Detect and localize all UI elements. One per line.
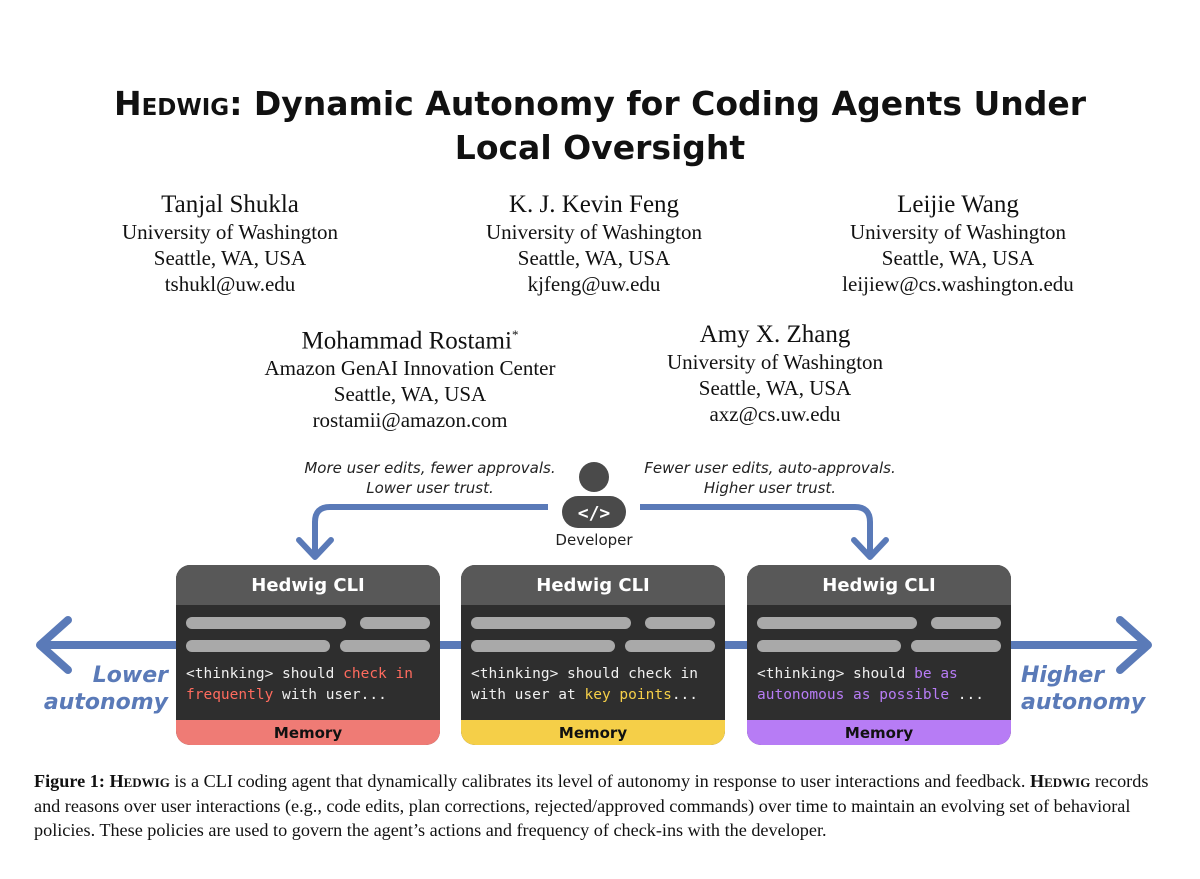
text-highlight: be as [914,666,958,682]
placeholder-bar [186,617,346,629]
cli-card-mid: Hedwig CLI <thinking> should check in wi… [461,565,725,745]
thinking-text: <thinking> should check in with user at … [471,664,721,706]
author-block: Leijie Wang University of Washington Sea… [798,190,1118,297]
placeholder-bar [471,617,631,629]
author-name: Amy X. Zhang [699,321,851,348]
placeholder-bar [360,617,430,629]
developer-body [562,496,626,528]
author-block: Tanjal Shukla University of Washington S… [80,190,380,297]
higher-autonomy-label: Higher autonomy [1021,662,1161,716]
text-highlight: check in [343,666,413,682]
author-affiliation: Amazon GenAI Innovation Center [264,356,556,381]
axis-label-line: autonomy [43,690,168,715]
author-name: K. J. Kevin Feng [508,191,680,218]
note-higher-trust: Fewer user edits, auto-approvals. Higher… [610,458,930,498]
cli-card-title: Hedwig CLI [176,565,440,605]
placeholder-bar [340,640,430,652]
text-highlight: frequently [186,687,274,703]
text-plain: <thinking> should check in [471,666,698,682]
author-footnote-mark: * [511,327,519,342]
author-block: Amy X. Zhang University of Washington Se… [625,320,925,427]
cli-card-title: Hedwig CLI [747,565,1011,605]
author-location: Seattle, WA, USA [153,246,307,270]
higher-trust-arrowhead [851,537,889,560]
higher-trust-arrow [640,504,873,555]
cli-card-body: <thinking> should be as autonomous as po… [747,605,1011,720]
text-plain: with user... [273,687,387,703]
author-email: tshukl@uw.edu [164,272,296,296]
axis-label-line: Higher [1021,663,1105,688]
author-email: kjfeng@uw.edu [527,272,661,296]
cli-card-title: Hedwig CLI [461,565,725,605]
placeholder-bar [911,640,1001,652]
text-highlight: key points [584,687,672,703]
developer-label: Developer [555,531,633,549]
developer-code-glyph: </> [578,503,611,524]
author-affiliation: University of Washington [666,350,884,374]
note-line: Lower user trust. [366,479,494,497]
cli-card-body: <thinking> should check in with user at … [461,605,725,720]
author-email: axz@cs.uw.edu [709,402,841,426]
placeholder-bar [645,617,715,629]
caption-system-name: Hedwig [109,771,170,791]
paper-title: Hedwig: Dynamic Autonomy for Coding Agen… [0,82,1200,170]
author-email: rostamii@amazon.com [312,408,508,433]
text-highlight: autonomous as possible [757,687,950,703]
note-line: More user edits, fewer approvals. [304,459,556,477]
author-name-row: Mohammad Rostami* [235,320,585,355]
title-rest: : Dynamic Autonomy for Coding Agents Und… [229,84,1087,123]
placeholder-bar [471,640,615,652]
caption-system-name: Hedwig [1029,771,1091,791]
cli-card-body: <thinking> should check in frequently wi… [176,605,440,720]
author-block: K. J. Kevin Feng University of Washingto… [444,190,744,297]
caption-text: records and reasons over user interactio… [34,771,1149,840]
author-affiliation: University of Washington [485,220,703,244]
author-block: Mohammad Rostami* Amazon GenAI Innovatio… [235,320,585,433]
author-location: Seattle, WA, USA [881,246,1035,270]
author-affiliation: University of Washington [849,220,1067,244]
thinking-text: <thinking> should be as autonomous as po… [757,664,1007,706]
placeholder-bar [931,617,1001,629]
author-affiliation: University of Washington [121,220,339,244]
lower-trust-arrowhead [296,537,334,560]
author-email: leijiew@cs.washington.edu [842,272,1074,296]
note-line: Fewer user edits, auto-approvals. [644,459,896,477]
author-location: Seattle, WA, USA [698,376,852,400]
note-line: Higher user trust. [703,479,837,497]
author-name: Leijie Wang [897,191,1019,218]
author-name: Mohammad Rostami [301,327,512,355]
title-system-name: Hedwig [113,84,230,123]
title-line-1: Hedwig: Dynamic Autonomy for Coding Agen… [0,82,1200,126]
placeholder-bar [186,640,330,652]
axis-label-line: Lower [92,663,168,688]
text-plain: ... [949,687,984,703]
caption-label: Figure 1: [34,771,110,791]
text-plain: with user at [471,687,585,703]
memory-bar: Memory [747,720,1011,745]
cli-card-low: Hedwig CLI <thinking> should check in fr… [176,565,440,745]
memory-bar: Memory [176,720,440,745]
axis-label-line: autonomy [1021,690,1146,715]
memory-bar: Memory [461,720,725,745]
text-plain: <thinking> should [757,666,915,682]
author-location: Seattle, WA, USA [517,246,671,270]
placeholder-bar [757,640,901,652]
text-plain: <thinking> should [186,666,344,682]
cli-card-high: Hedwig CLI <thinking> should be as auton… [747,565,1011,745]
placeholder-bar [757,617,917,629]
placeholder-bar [625,640,715,652]
title-line-2: Local Oversight [454,128,746,167]
figure-caption: Figure 1: Hedwig is a CLI coding agent t… [34,769,1166,843]
lower-trust-arrow [312,504,548,555]
author-name: Tanjal Shukla [161,191,299,218]
text-plain: ... [671,687,699,703]
note-lower-trust: More user edits, fewer approvals. Lower … [270,458,590,498]
caption-text: is a CLI coding agent that dynamically c… [169,771,1030,791]
author-location: Seattle, WA, USA [333,382,487,407]
lower-autonomy-label: Lower autonomy [40,662,168,716]
thinking-text: <thinking> should check in frequently wi… [186,664,436,706]
